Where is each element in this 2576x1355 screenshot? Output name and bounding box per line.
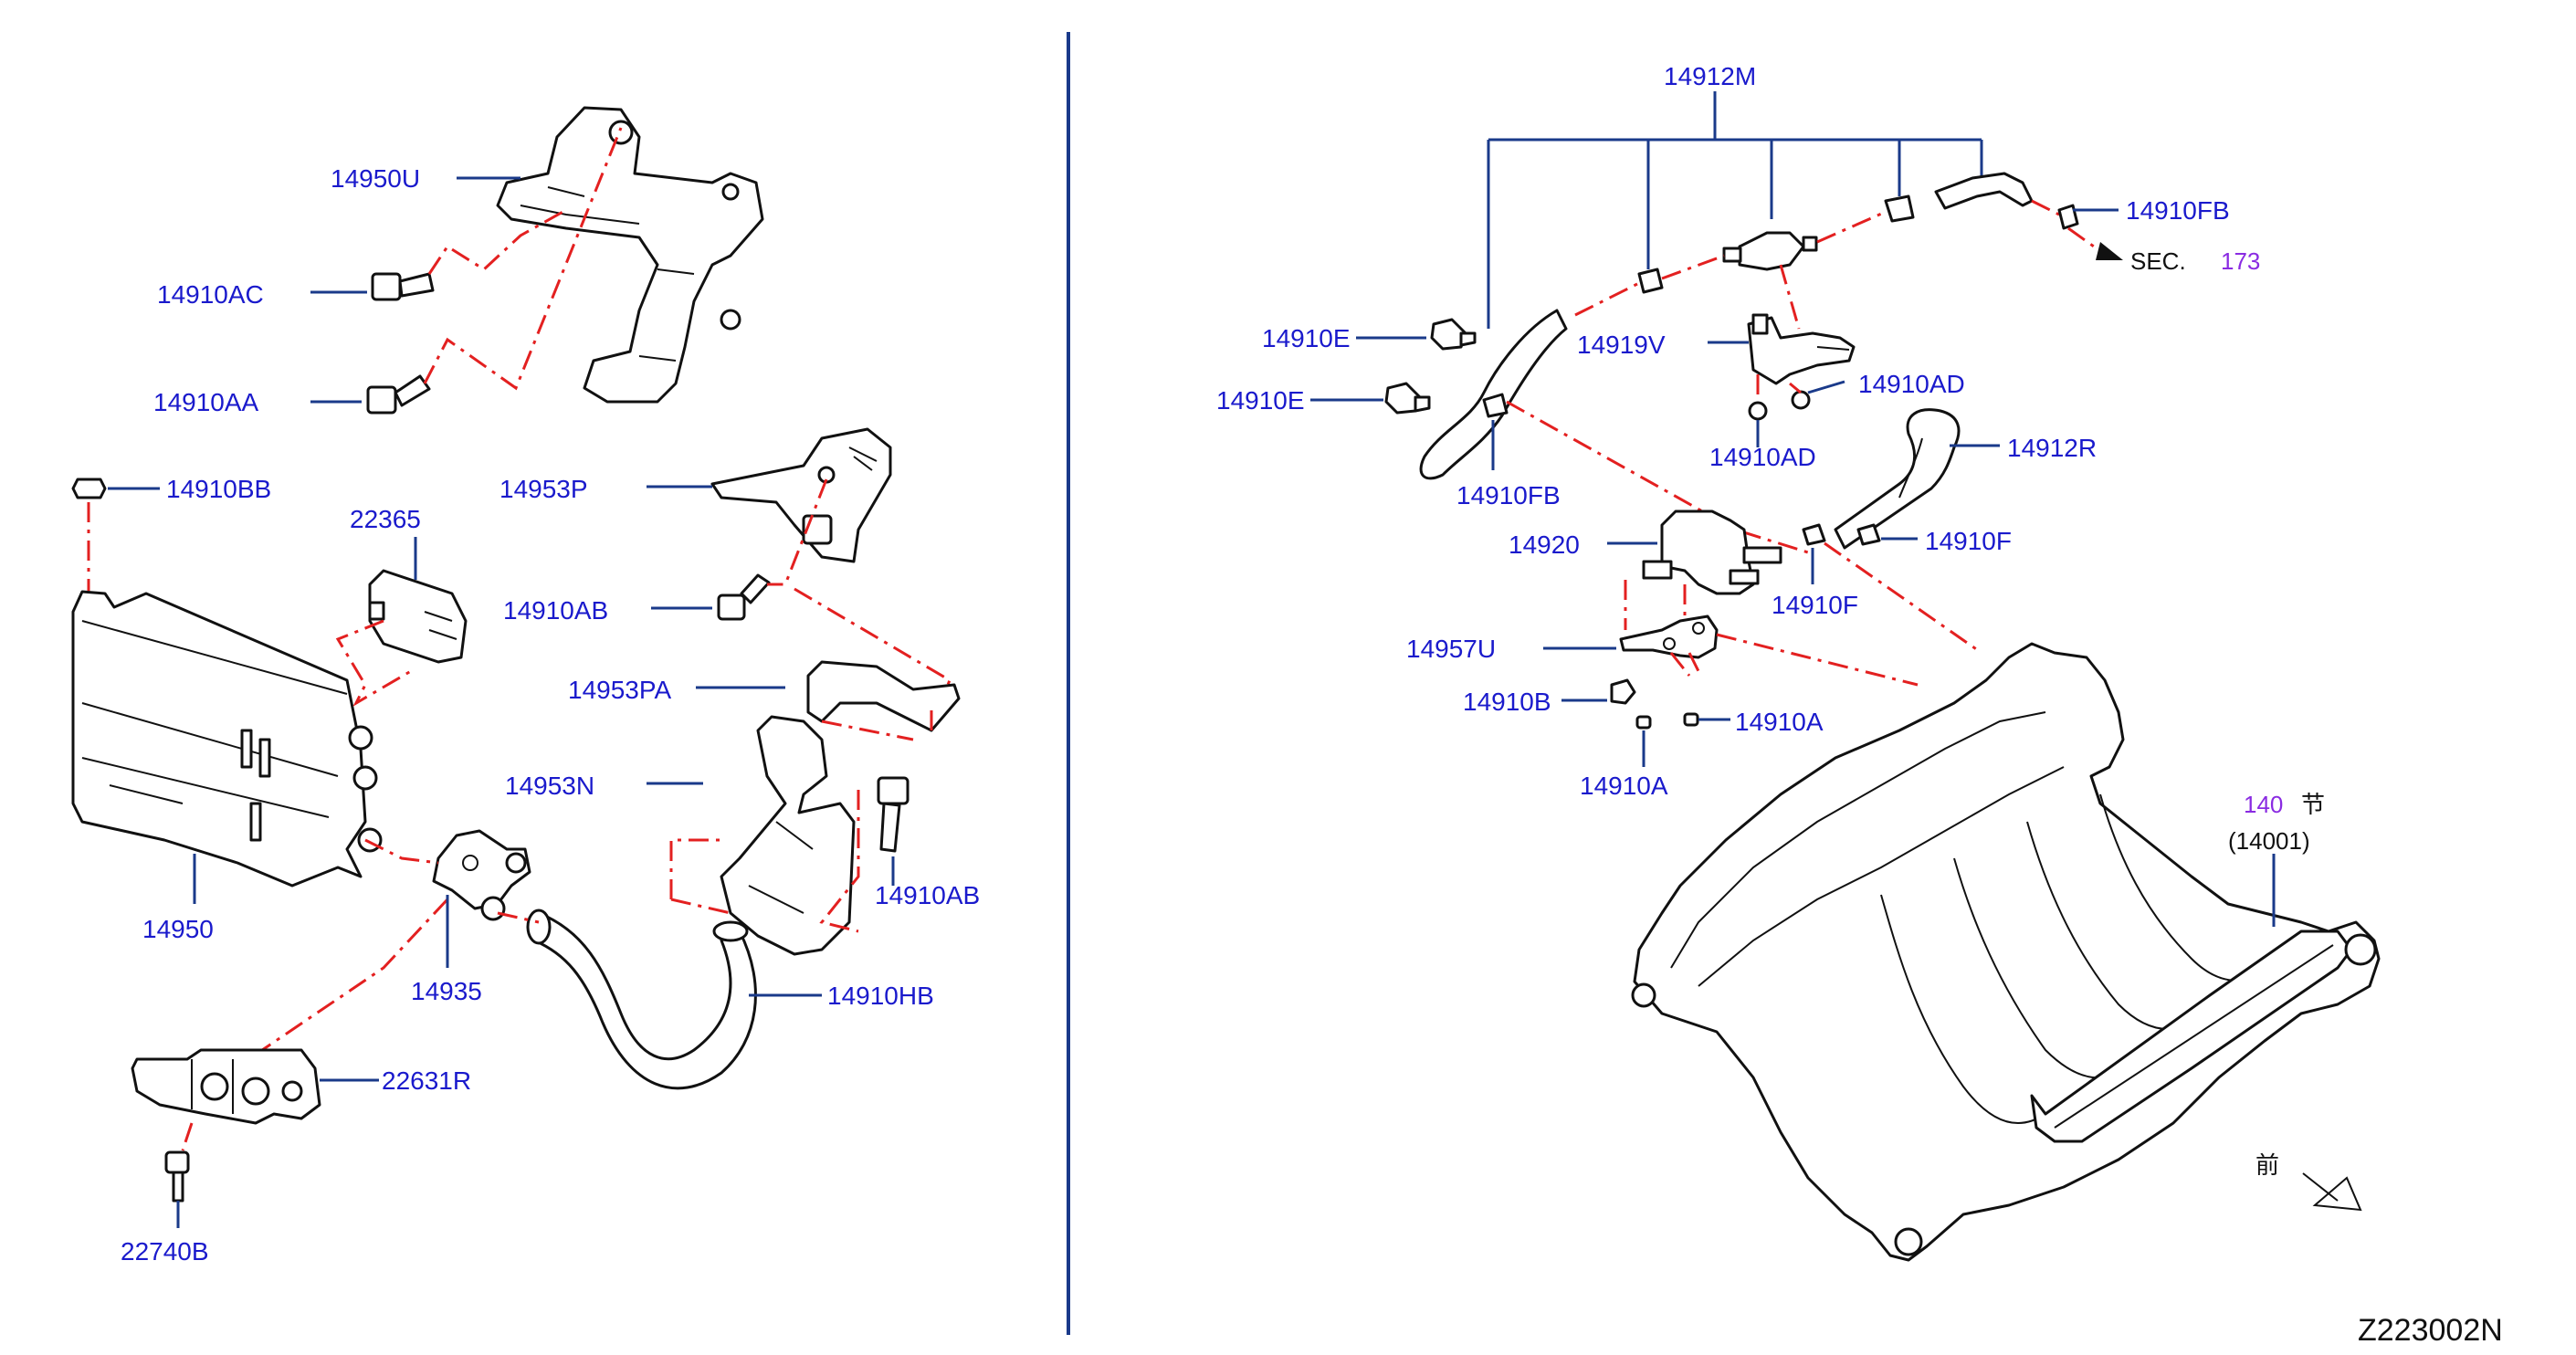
label-14953PA: 14953PA [568,676,671,704]
sec-arrow [2067,226,2101,253]
bolt-14910AB-lower[interactable] [877,776,909,853]
bolt-14910AD-a[interactable] [1748,401,1768,421]
label-14910E-lower: 14910E [1216,386,1305,415]
bracket-14919V[interactable] [1747,313,1856,385]
filter-14912M[interactable] [1722,231,1818,271]
hose-14912M-left[interactable] [1419,309,1568,480]
hose-14912R[interactable] [1834,408,1961,550]
assembly-line-22365 [335,619,412,707]
bolt-22740B[interactable] [164,1150,190,1203]
label-14910F-right: 14910F [1925,527,2012,555]
label-22631R: 22631R [382,1066,471,1095]
sec-label: SEC. [2130,247,2186,275]
label-14912M: 14912M [1664,62,1756,90]
clip-14912M-a[interactable] [1637,268,1664,294]
label-14910AD-right: 14910AD [1858,370,1965,398]
leader-14910AD-1 [1807,380,1845,394]
solenoid-14920[interactable] [1642,509,1782,595]
intake-manifold[interactable] [1631,642,2381,1262]
label-14950: 14950 [142,915,214,943]
clip-14910F-b[interactable] [1856,523,1881,546]
bracket-14953N[interactable] [720,715,856,956]
part-ref-cn: 节 [2301,791,2325,818]
leader-14912M [1487,91,1983,329]
label-22365: 22365 [350,505,421,533]
clip-14910FB-lower[interactable] [1482,393,1509,418]
label-14910AD-below: 14910AD [1709,443,1816,471]
bolt-14910AD-b[interactable] [1791,390,1811,410]
label-14957U: 14957U [1406,635,1496,663]
label-14953N: 14953N [505,772,594,800]
assembly-line-14957U [1669,633,1919,687]
bolt-14910A-a[interactable] [1635,715,1652,730]
label-14910AC: 14910AC [157,280,264,309]
assembly-line-14919V [1756,264,1802,402]
assembly-line-22631R [241,898,449,1066]
connector-14910E-upper[interactable] [1430,318,1477,351]
assembly-line-14910AC [427,208,567,275]
bracket-14953P[interactable] [710,427,892,563]
bolt-14910AA[interactable] [366,374,431,415]
front-label: 前 [2255,1151,2279,1179]
hose-14910HB[interactable] [526,909,757,1090]
label-14950U: 14950U [331,164,420,193]
bracket-14957U[interactable] [1619,614,1719,659]
label-14910B: 14910B [1463,688,1551,716]
label-14912R: 14912R [2007,434,2097,462]
part-ref-number: 140 [2244,791,2283,818]
label-14953P: 14953P [499,475,588,503]
bolt-14910AB-upper[interactable] [717,573,771,621]
bolt-14910A-b[interactable] [1683,712,1699,727]
label-14920: 14920 [1509,530,1580,559]
clip-14910BB[interactable] [71,478,107,499]
label-14910BB: 14910BB [166,475,271,503]
label-14935: 14935 [411,977,482,1005]
label-14919V: 14919V [1577,331,1666,359]
sensor-22365[interactable] [368,569,468,664]
assembly-line-14935 [364,838,540,924]
label-14910AB-lower: 14910AB [875,881,980,909]
label-14910FB-lower: 14910FB [1456,481,1561,509]
solenoid-22631R[interactable] [131,1048,321,1125]
assembly-line-22740B [181,1122,194,1151]
label-14910E-upper: 14910E [1262,324,1351,352]
sec-number: 173 [2221,247,2260,275]
assembly-line-14910AA [423,127,623,391]
label-22740B: 22740B [121,1237,209,1266]
sec-arrowhead [2096,242,2123,260]
connector-14910E-lower[interactable] [1384,382,1431,415]
diagram-code: Z223002N [2358,1313,2503,1348]
assembly-line-14953PA [821,703,933,741]
front-arrow-icon [2302,1172,2362,1212]
clip-14912M-b[interactable] [1884,194,1915,223]
canister-14950[interactable] [71,590,383,888]
assembly-line-14953N [669,790,860,933]
bolt-14910AC[interactable] [371,272,435,301]
label-14910AB-upper: 14910AB [503,596,608,625]
assembly-line-14910FB [1506,400,1809,554]
part-ref-sub: (14001) [2228,827,2310,855]
hose-14912M-right[interactable] [1934,172,2034,210]
label-14910A-right: 14910A [1735,708,1824,736]
label-14910FB-upper: 14910FB [2126,196,2230,225]
label-14910AA: 14910AA [153,388,259,416]
label-14910HB: 14910HB [827,982,934,1010]
clip-14910F-a[interactable] [1802,523,1826,546]
nut-14910B[interactable] [1610,678,1636,705]
label-14910F-below: 14910F [1772,591,1858,619]
valve-14935[interactable] [432,829,531,921]
label-14910A-below: 14910A [1580,772,1668,800]
bracket-14950U[interactable] [496,106,764,404]
